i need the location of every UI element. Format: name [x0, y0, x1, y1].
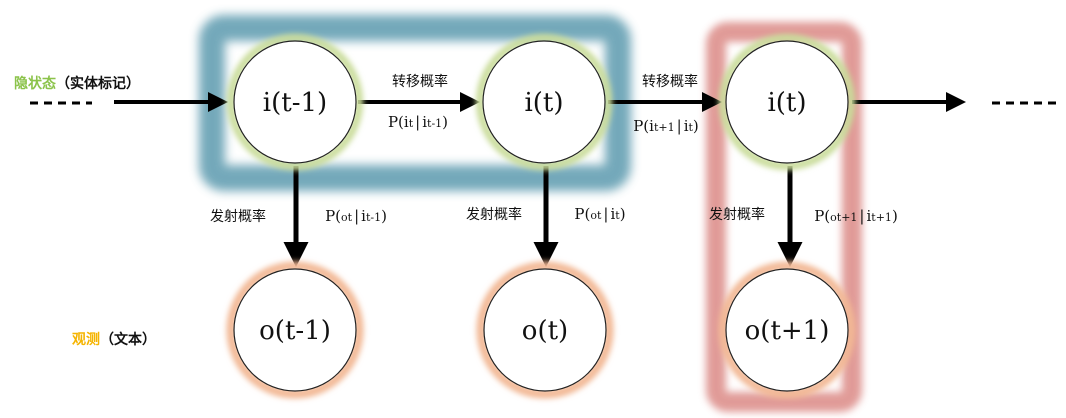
emission-3-prob: P(ot+1|it+1) [814, 207, 898, 225]
observed-node-1: o(t-1) [226, 261, 364, 399]
hidden-legend-title: 隐状态 [14, 75, 56, 92]
observed-legend: 观测（文本） [72, 331, 156, 348]
observed-node-3: o(t+1) [718, 261, 856, 399]
hidden-node-1: i(t-1) [227, 34, 363, 170]
hidden-node-2-label: i(t) [524, 88, 563, 118]
hidden-node-1-label: i(t-1) [263, 88, 327, 118]
emission-1-prob: P(ot|it-1) [325, 207, 387, 225]
emission-3-title: 发射概率 [709, 206, 765, 223]
observed-node-1-label: o(t-1) [259, 316, 331, 346]
observed-node-2-label: o(t) [522, 316, 568, 346]
emission-1-title: 发射概率 [210, 208, 266, 225]
red-highlight-box [706, 22, 862, 412]
transition-2-title: 转移概率 [642, 73, 698, 90]
hidden-node-3-label: i(t) [767, 88, 806, 118]
hidden-legend-note: （实体标记） [56, 75, 140, 92]
transition-2-prob: P(it+1|it) [633, 117, 699, 135]
hidden-node-2: i(t) [476, 34, 612, 170]
emission-2-title: 发射概率 [466, 206, 522, 223]
hidden-legend: 隐状态（实体标记） [14, 75, 140, 92]
transition-1-title: 转移概率 [392, 73, 448, 90]
observed-legend-title: 观测 [72, 331, 100, 348]
observed-node-2: o(t) [476, 261, 614, 399]
hidden-node-3: i(t) [719, 34, 855, 170]
transition-1-prob: P(it|it-1) [388, 113, 448, 131]
emission-2-prob: P(ot|it) [574, 205, 625, 223]
observed-node-3-label: o(t+1) [745, 316, 830, 346]
observed-legend-note: （文本） [100, 331, 156, 348]
